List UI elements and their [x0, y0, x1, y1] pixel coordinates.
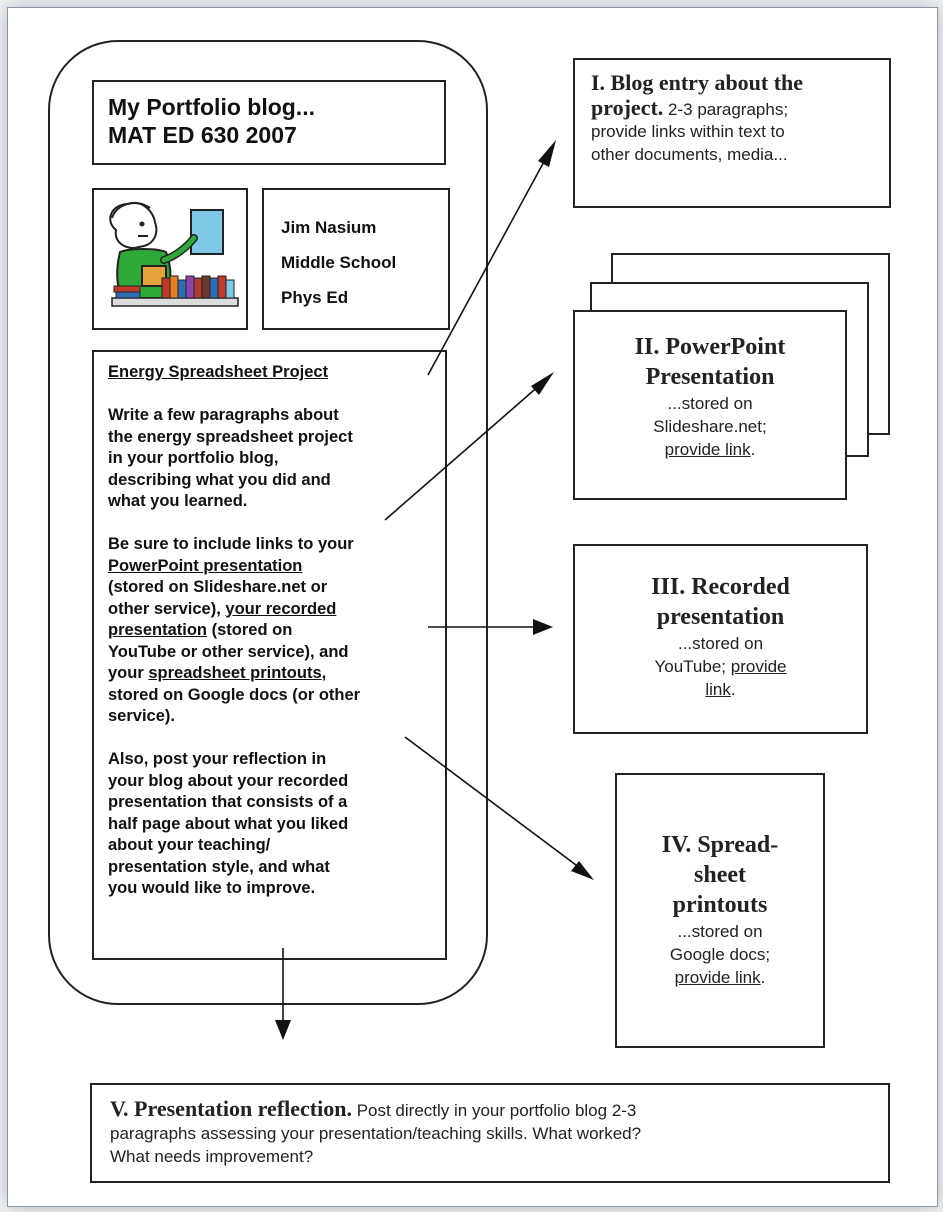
spreadsheet-text: ...stored on — [677, 922, 763, 941]
p3-line: half page about what you liked — [108, 814, 349, 833]
spreadsheet-period: . — [760, 968, 766, 987]
reflection-title: V. Presentation reflection. — [110, 1096, 352, 1121]
spreadsheet-printouts-link[interactable]: spreadsheet printouts — [148, 664, 322, 682]
p2-line: YouTube or other service), and — [108, 642, 349, 661]
spreadsheet-text: Google docs; — [669, 945, 771, 964]
powerpoint-period: . — [750, 440, 756, 459]
p1-line: Write a few paragraphs about — [108, 406, 339, 424]
p1-line: in your portfolio blog, — [108, 449, 279, 467]
arrow-to-powerpoint — [384, 383, 542, 521]
portfolio-title-box: My Portfolio blog... MAT ED 630 2007 — [92, 80, 446, 165]
arrowhead-powerpoint — [531, 372, 554, 395]
recorded-text: YouTube; — [654, 657, 731, 676]
arrowhead-reflection — [275, 1020, 291, 1040]
board-shape — [190, 209, 224, 255]
blog-entry-title: I. Blog entry about the — [591, 70, 804, 95]
recorded-text: ...stored on — [677, 634, 764, 653]
p3-line: Also, post your reflection in — [108, 750, 327, 768]
blog-entry-text: provide links within text to — [591, 122, 785, 141]
powerpoint-title-cont: Presentation — [645, 364, 775, 390]
teacher-illustration-box — [92, 188, 248, 330]
reflection-text: Post directly in your portfolio blog 2-3 — [351, 1101, 637, 1120]
reflection-text: What needs improvement? — [110, 1147, 314, 1166]
project-heading: Energy Spreadsheet Project — [108, 363, 329, 381]
blog-entry-box: I. Blog entry about the project. 2-3 par… — [573, 58, 891, 208]
recorded-presentation-link[interactable]: your recorded — [225, 599, 337, 618]
powerpoint-title: II. PowerPoint — [634, 334, 786, 360]
p2-line: stored on Google docs (or other — [108, 685, 361, 704]
p3-line: presentation style, and what — [108, 857, 330, 876]
powerpoint-text: Slideshare.net; — [653, 417, 767, 436]
spreadsheet-title-cont2: printouts — [672, 892, 768, 918]
arrowhead-recorded — [533, 619, 553, 635]
recorded-title: III. Recorded — [651, 574, 790, 600]
recorded-period: . — [730, 680, 736, 699]
teacher-info-box: Jim Nasium Middle School Phys Ed — [262, 188, 450, 330]
spreadsheet-title-cont: sheet — [694, 862, 746, 888]
blog-entry-text: other documents, media... — [591, 144, 788, 164]
project-description-box: Energy Spreadsheet Project Write a few p… — [92, 350, 447, 960]
portfolio-title-line2: MAT ED 630 2007 — [108, 122, 297, 148]
arrow-to-spreadsheet — [404, 736, 581, 869]
arrowhead-spreadsheet — [571, 861, 594, 880]
p3-line: presentation that consists of a — [108, 793, 348, 811]
p3-line: you would like to improve. — [108, 879, 316, 897]
teacher-subject: Phys Ed — [281, 288, 349, 307]
teacher-school: Middle School — [281, 253, 397, 272]
powerpoint-link[interactable]: PowerPoint presentation — [108, 556, 303, 575]
p1-line: the energy spreadsheet project — [108, 427, 353, 446]
recorded-provide-link-cont[interactable]: link — [705, 680, 731, 699]
recorded-provide-link[interactable]: provide — [730, 657, 787, 676]
p2-line: (stored on Slideshare.net or — [108, 578, 328, 596]
reflection-text: paragraphs assessing your presentation/t… — [110, 1124, 642, 1143]
arrow-to-blog-entry — [427, 157, 547, 376]
powerpoint-box: II. PowerPoint Presentation ...stored on… — [573, 310, 847, 500]
recorded-title-cont: presentation — [656, 604, 785, 630]
recorded-presentation-link-cont[interactable]: presentation — [108, 621, 208, 639]
p2-line: service). — [108, 707, 175, 725]
teacher-with-books-icon — [109, 202, 239, 307]
p3-line: about your teaching/ — [108, 836, 271, 854]
p1-line: describing what you did and — [108, 470, 331, 489]
powerpoint-provide-link[interactable]: provide link — [664, 440, 751, 459]
blog-entry-title-cont: project. — [591, 94, 664, 120]
teacher-name: Jim Nasium — [281, 218, 377, 237]
p1-line: what you learned. — [108, 492, 248, 510]
recorded-box: III. Recorded presentation ...stored on … — [573, 544, 868, 734]
p2-text: other service), — [108, 599, 226, 618]
reflection-box: V. Presentation reflection. Post directl… — [90, 1083, 890, 1183]
p2-text: , — [321, 664, 327, 682]
arrowhead-blog-entry — [538, 140, 556, 167]
powerpoint-text: ...stored on — [667, 394, 753, 413]
spreadsheet-title: IV. Spread- — [661, 832, 779, 858]
spreadsheet-box: IV. Spread- sheet printouts ...stored on… — [615, 773, 825, 1048]
p2-text: your — [108, 664, 149, 682]
blog-entry-text: 2-3 paragraphs; — [663, 99, 789, 119]
p3-line: your blog about your recorded — [108, 771, 349, 790]
portfolio-title-line1: My Portfolio blog... — [108, 94, 315, 120]
p2-text: (stored on — [207, 621, 293, 639]
p2-line: Be sure to include links to your — [108, 535, 354, 553]
spreadsheet-provide-link[interactable]: provide link — [674, 968, 761, 987]
